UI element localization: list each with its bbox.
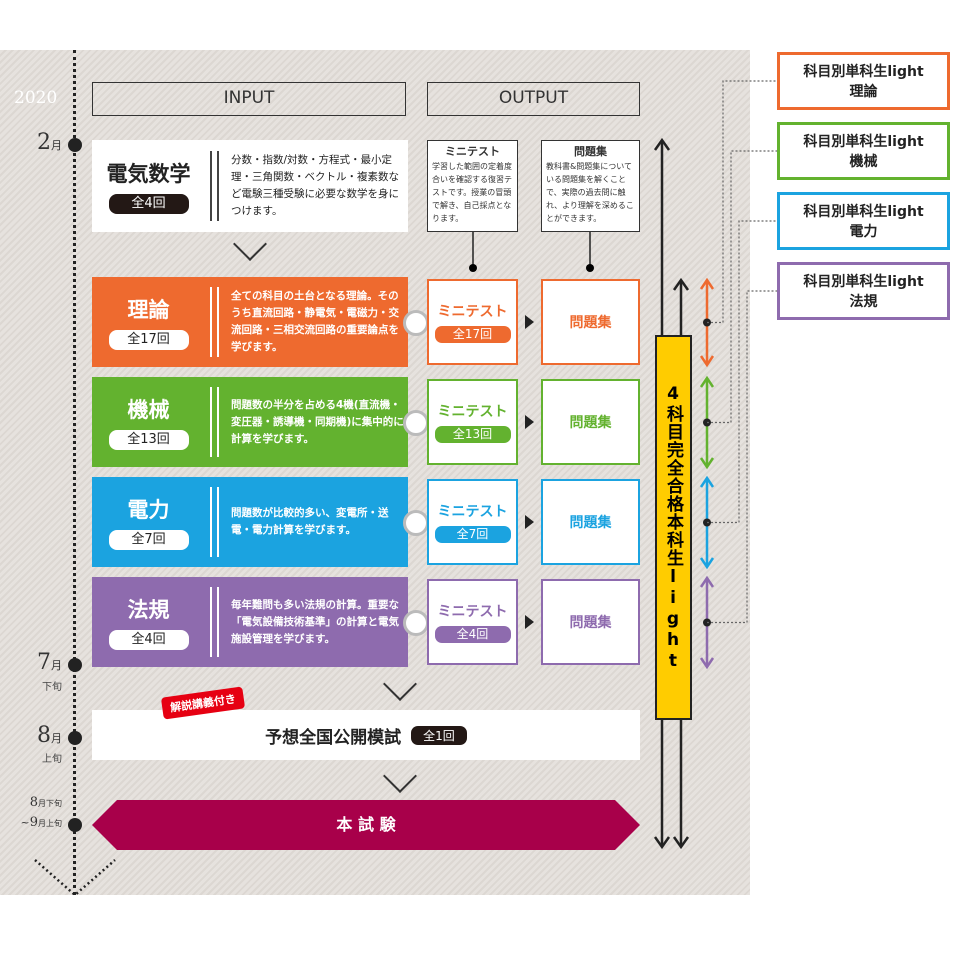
full-course-bar: 4科目完全合格本科生light	[655, 335, 692, 720]
mock-count: 全1回	[411, 725, 467, 745]
math-desc: 分数・指数/対数・方程式・最小定理・三角関数・ベクトル・複素数など電験三種受験に…	[231, 154, 399, 217]
input-header: INPUT	[92, 82, 406, 116]
math-course: 電気数学全4回 分数・指数/対数・方程式・最小定理・三角関数・ベクトル・複素数な…	[92, 140, 408, 232]
minitest-box: ミニテスト全17回	[427, 279, 518, 365]
minitest-box: ミニテスト全4回	[427, 579, 518, 665]
timeline-dot	[68, 138, 82, 152]
timeline-continuation	[34, 859, 116, 897]
month-feb: 2月	[37, 130, 62, 155]
year-label: 2020	[14, 88, 58, 108]
workbook-box: 問題集	[541, 479, 640, 565]
workbook-box: 問題集	[541, 379, 640, 465]
cycle-icon	[403, 310, 429, 336]
timeline-dot	[68, 731, 82, 745]
minitest-box: ミニテスト全7回	[427, 479, 518, 565]
month-jul: 7月	[37, 650, 62, 675]
month-exam: 8月下旬	[29, 795, 62, 810]
course-connectors	[699, 80, 777, 670]
arrow-right-icon	[525, 615, 534, 629]
minitest-box: ミニテスト全13回	[427, 379, 518, 465]
workbook-explain: 問題集教科書&問題集についている問題集を解くことで、実際の過去問に触れ、より理解…	[541, 140, 640, 232]
arrow-right-icon	[525, 315, 534, 329]
subject-count: 全4回	[108, 630, 189, 650]
cycle-icon	[403, 610, 429, 636]
mock-exam: 予想全国公開模試 全1回	[92, 710, 640, 760]
cycle-icon	[403, 510, 429, 536]
subject-count: 全13回	[108, 430, 189, 450]
subject-desc: 毎年難問も多い法規の計算。重要な「電気設備技術基準」の計算と電気施設管理を学びま…	[231, 598, 399, 645]
subject-title: 電力	[127, 498, 170, 522]
math-count: 全4回	[108, 194, 189, 214]
arrow-right-icon	[525, 515, 534, 529]
subject-row: 理論全17回 全ての科目の土台となる理論。そのうち直流回路・静電気・電磁力・交流…	[92, 277, 408, 367]
workbook-box: 問題集	[541, 579, 640, 665]
subject-row: 法規全4回 毎年難問も多い法規の計算。重要な「電気設備技術基準」の計算と電気施設…	[92, 577, 408, 667]
subject-title: 理論	[127, 298, 170, 322]
cycle-icon	[403, 410, 429, 436]
math-title: 電気数学	[106, 162, 191, 186]
final-exam: 本 試 験	[92, 800, 640, 850]
timeline-line	[73, 50, 76, 895]
timeline-dot	[68, 818, 82, 832]
minitest-explain: ミニテスト学習した範囲の定着度合いを確認する復習テストです。授業の冒頭で解き、自…	[427, 140, 518, 232]
subject-count: 全17回	[108, 330, 189, 350]
month-exam-end: ~9月上旬	[20, 815, 63, 830]
subject-title: 法規	[127, 598, 170, 622]
subject-title: 機械	[127, 398, 170, 422]
month-sub: 上旬	[42, 754, 62, 765]
month-aug: 8月	[37, 723, 62, 748]
output-header: OUTPUT	[427, 82, 640, 116]
subject-row: 電力全7回 問題数が比較的多い、変電所・送電・電力計算を学びます。	[92, 477, 408, 567]
timeline-dot	[68, 658, 82, 672]
subject-desc: 全ての科目の土台となる理論。そのうち直流回路・静電気・電磁力・交流回路・三相交流…	[231, 290, 399, 353]
workbook-box: 問題集	[541, 279, 640, 365]
arrow-right-icon	[525, 415, 534, 429]
month-sub: 下旬	[42, 682, 62, 693]
subject-desc: 問題数が比較的多い、変電所・送電・電力計算を学びます。	[231, 507, 389, 536]
mock-title: 予想全国公開模試	[265, 727, 402, 748]
subject-desc: 問題数の半分を占める4機(直流機・変圧器・誘導機・同期機)に集中的に計算を学びま…	[231, 398, 404, 445]
explain-connectors	[469, 232, 594, 272]
subject-row: 機械全13回 問題数の半分を占める4機(直流機・変圧器・誘導機・同期機)に集中的…	[92, 377, 408, 467]
subject-count: 全7回	[108, 530, 189, 550]
